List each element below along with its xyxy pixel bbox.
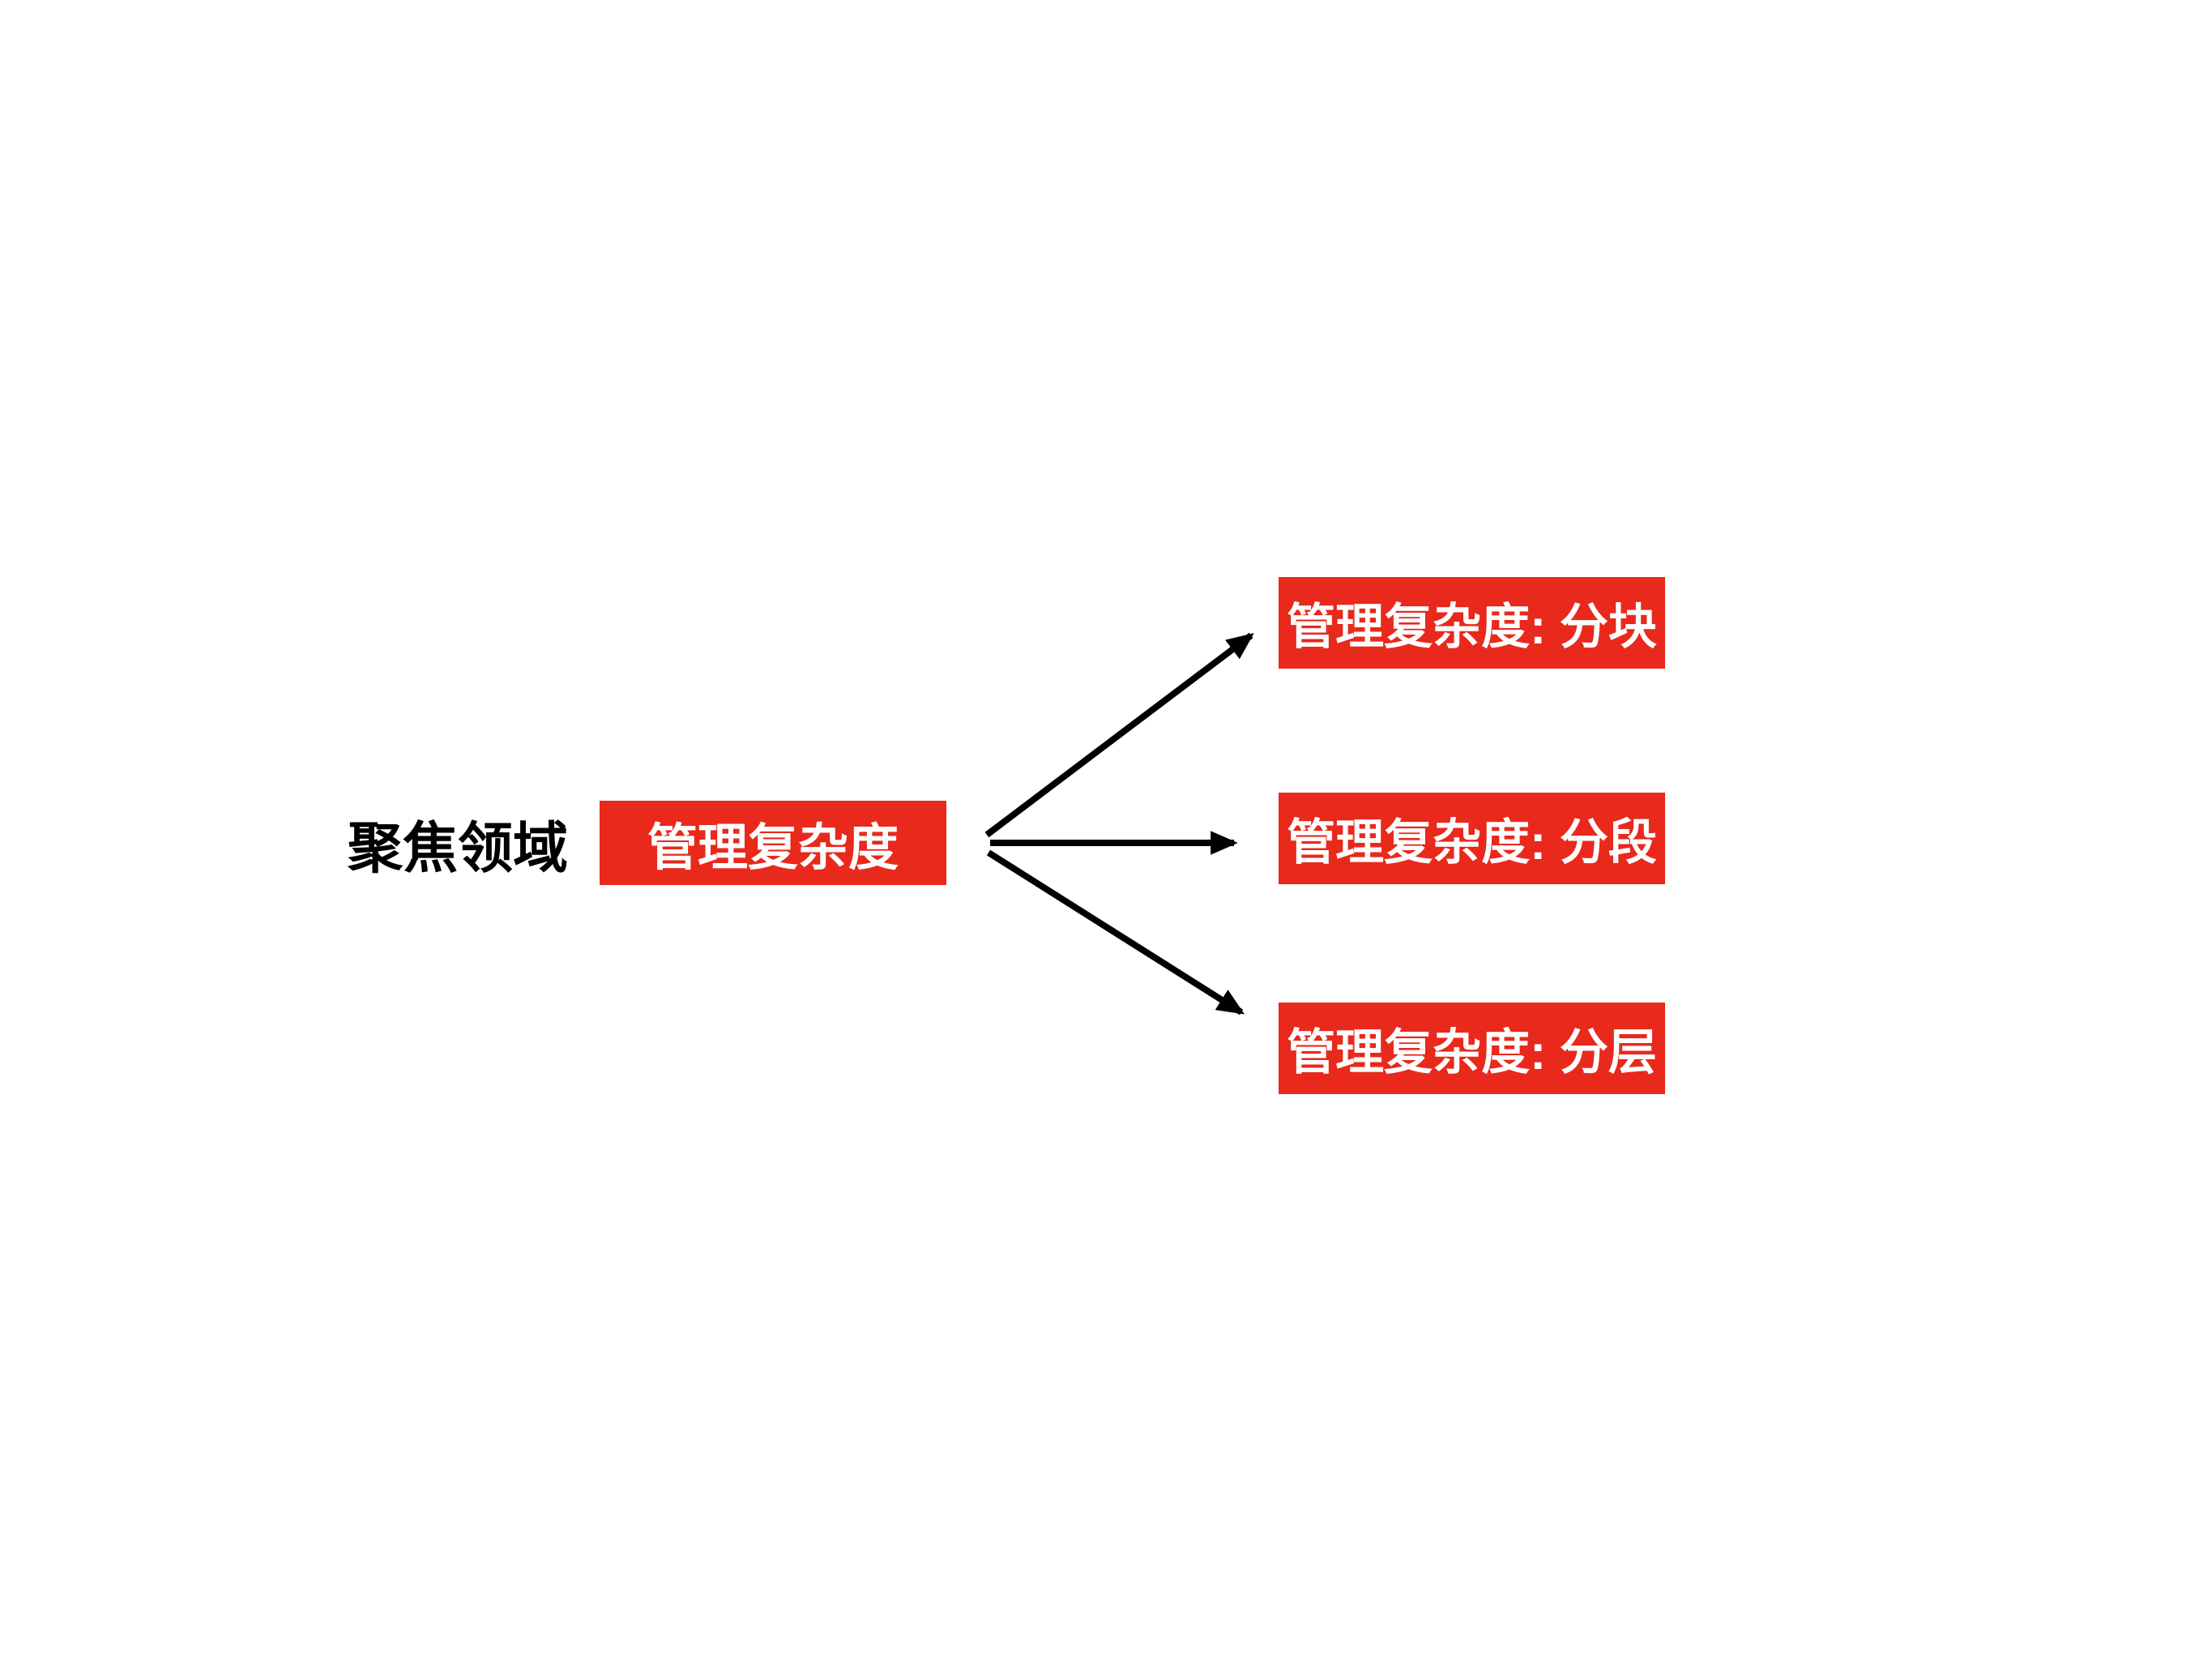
root-node-manage-complexity: 管理复杂度 (600, 801, 946, 885)
child-node-chunking-label: 管理复杂度: 分块 (1287, 600, 1657, 654)
child-node-layering-label: 管理复杂度: 分层 (1287, 1025, 1657, 1080)
child-node-segmenting: 管理复杂度: 分段 (1279, 793, 1665, 884)
child-node-layering: 管理复杂度: 分层 (1279, 1003, 1665, 1094)
child-node-chunking: 管理复杂度: 分块 (1279, 577, 1665, 669)
focus-area-label: 聚焦领域 (348, 817, 569, 879)
child-node-segmenting-label: 管理复杂度: 分段 (1287, 815, 1657, 870)
root-node-label: 管理复杂度 (647, 820, 899, 876)
arrow-to-child-top-icon (984, 632, 1254, 838)
arrow-to-child-bottom-icon (986, 849, 1245, 1015)
